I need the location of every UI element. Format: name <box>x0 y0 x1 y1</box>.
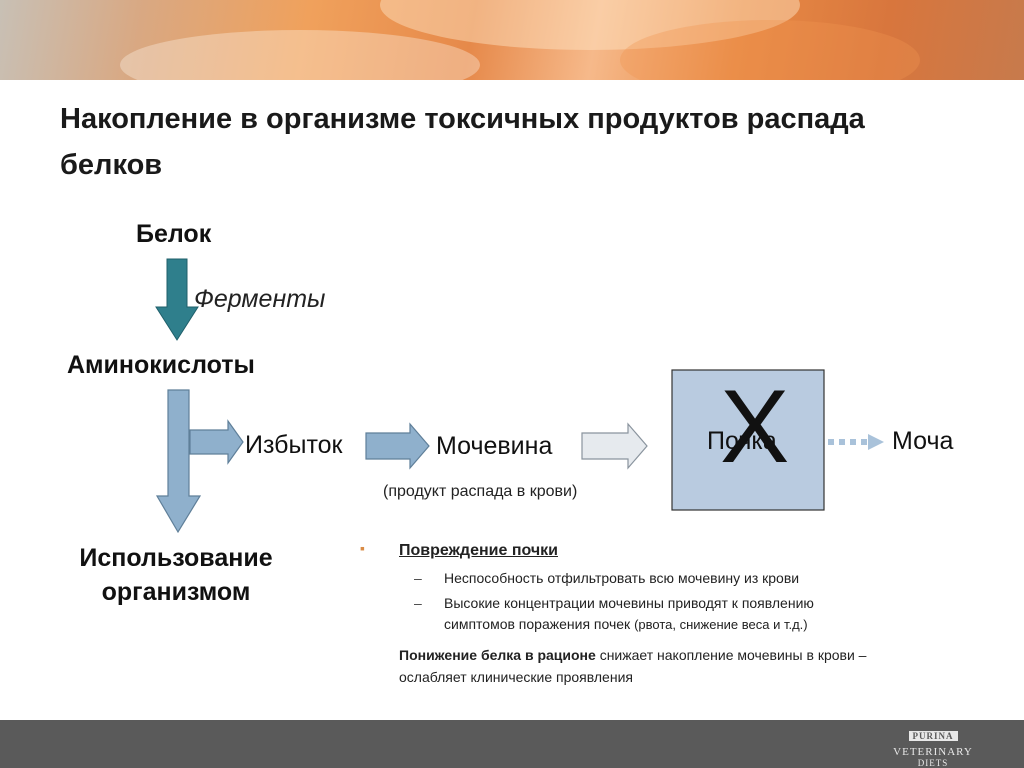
excess-arrow <box>189 419 244 465</box>
conclusion-rest: снижает накопление мочевины в крови – ос… <box>399 647 867 685</box>
dash-icon: – <box>414 570 422 586</box>
purina-logo: PURINA VETERINARY DIETS <box>890 726 976 768</box>
banner-swirl <box>120 30 480 80</box>
kidney-arrow <box>581 422 648 470</box>
urea-arrow <box>365 422 430 470</box>
bullet-heading: Повреждение почки <box>399 542 558 559</box>
conclusion-text: Понижение белка в рационе снижает накопл… <box>399 644 929 688</box>
header-banner <box>0 0 1024 80</box>
footer-bar: PURINA VETERINARY DIETS <box>0 720 1024 768</box>
square-bullet-icon: ▪ <box>360 540 365 556</box>
usage-label: Использование организмом <box>60 541 292 609</box>
usage-label-line2: организмом <box>101 578 251 606</box>
urea-note: (продукт распада в крови) <box>383 483 578 500</box>
amino-acids-label: Аминокислоты <box>67 351 255 379</box>
kidney-label: Почка <box>707 427 777 455</box>
usage-label-line1: Использование <box>79 544 273 572</box>
kidney-cross-mark: X <box>720 369 790 485</box>
enzymes-label: Ферменты <box>194 285 326 313</box>
sub-bullet-text: Высокие концентрации мочевины приводят к… <box>444 595 814 611</box>
sub-bullet-text: Неспособность отфильтровать всю мочевину… <box>444 570 800 586</box>
banner-swirl <box>620 20 920 80</box>
urine-label: Моча <box>892 427 954 455</box>
slide-title: Накопление в организме токсичных продукт… <box>60 103 865 181</box>
sub-bullet-text: симптомов поражения почек <box>444 616 631 632</box>
excess-label: Избыток <box>245 431 343 459</box>
flow-diagram <box>155 258 884 534</box>
sub-bullet-note: (рвота, снижение веса и т.д.) <box>634 617 808 632</box>
dash-icon: – <box>414 595 422 611</box>
protein-label: Белок <box>136 220 212 248</box>
logo-line1: VETERINARY <box>893 746 973 758</box>
urea-label: Мочевина <box>436 432 553 460</box>
usage-arrow <box>155 389 202 534</box>
kidney-box <box>671 369 825 511</box>
conclusion-bold: Понижение белка в рационе <box>399 647 596 663</box>
enzyme-arrow <box>155 258 199 341</box>
purina-brand: PURINA <box>908 731 958 741</box>
urine-arrowhead <box>868 434 884 450</box>
logo-line2: DIETS <box>917 758 949 768</box>
